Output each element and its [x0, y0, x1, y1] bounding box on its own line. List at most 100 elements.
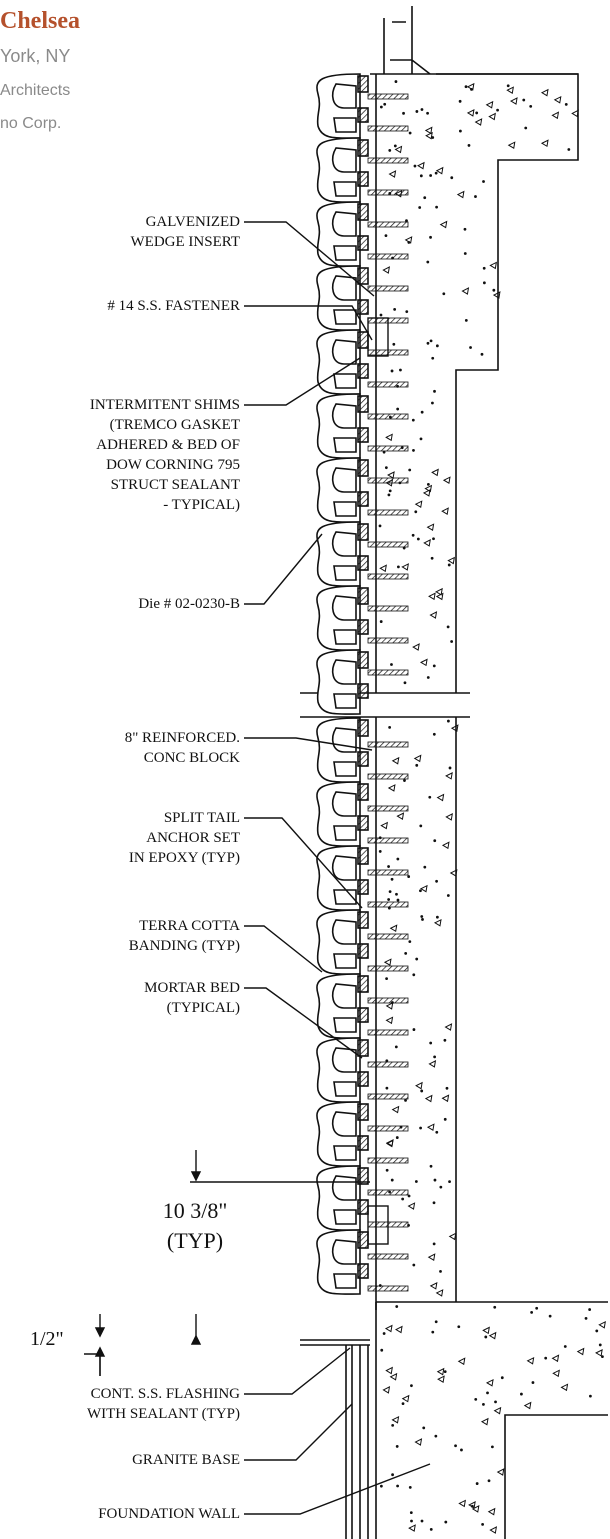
aggregate-mark [471, 1505, 480, 1513]
aggregate-mark [383, 958, 392, 967]
aggregate-dot [420, 1519, 424, 1523]
aggregate-mark [439, 220, 448, 229]
aggregate-dot [390, 877, 394, 881]
terra-cotta-void [331, 659, 357, 685]
aggregate-dot [475, 1482, 479, 1485]
aggregate-mark [435, 592, 444, 601]
aggregate-mark [441, 507, 449, 515]
aggregate-mark [445, 813, 453, 821]
label-die-number: Die # 02-0230-B [138, 596, 240, 612]
terra-cotta-void [331, 983, 357, 1009]
aggregate-dot [470, 87, 473, 91]
aggregate-mark [415, 1081, 423, 1090]
split-tail-anchor [367, 997, 409, 1004]
terra-cotta-void [331, 275, 357, 301]
aggregate-dot [494, 1400, 497, 1404]
aggregate-dot [432, 664, 436, 668]
aggregate-mark [436, 1367, 445, 1376]
aggregate-mark [506, 86, 514, 95]
wedge-insert [357, 1199, 369, 1215]
split-tail-anchor [367, 1285, 409, 1292]
aggregate-dot [482, 266, 486, 270]
label-cont-ss-flashing: CONT. S.S. FLASHING WITH SEALANT (TYP) [86, 1386, 240, 1422]
project-location: York, NY [0, 46, 71, 66]
aggregate-dot [408, 940, 412, 944]
terra-cotta-void [331, 211, 357, 237]
wedge-insert [357, 683, 369, 699]
aggregate-mark [424, 484, 433, 493]
aggregate-mark [423, 539, 431, 547]
aggregate-dot [413, 164, 417, 168]
aggregate-mark [424, 126, 433, 135]
project-architect: Architects [0, 82, 71, 99]
split-tail-anchor [367, 1189, 409, 1196]
aggregate-dot [458, 99, 462, 103]
split-tail-anchor [367, 869, 409, 876]
split-tail-anchor [367, 573, 409, 580]
aggregate-mark [435, 1289, 444, 1297]
aggregate-dot [416, 537, 420, 541]
wedge-insert [357, 879, 369, 895]
aggregate-mark [387, 471, 395, 479]
terra-cotta-void [331, 1175, 357, 1201]
aggregate-dot [390, 1178, 394, 1182]
aggregate-mark [489, 261, 497, 270]
terra-cotta-void [331, 855, 357, 881]
aggregate-dot [434, 1434, 438, 1438]
aggregate-dot [396, 565, 400, 569]
aggregate-mark [424, 1094, 433, 1103]
aggregate-mark [485, 100, 494, 109]
aggregate-dot [420, 915, 424, 918]
aggregate-dot [435, 1130, 439, 1134]
split-tail-anchor [367, 741, 409, 748]
aggregate-dot [431, 356, 435, 360]
terra-cotta-void [333, 565, 357, 581]
leader-line [244, 533, 323, 605]
leader-line [244, 1403, 353, 1461]
aggregate-dot [450, 176, 454, 180]
aggregate-mark [485, 1378, 494, 1387]
wedge-insert [357, 555, 369, 571]
aggregate-dot [443, 1117, 447, 1121]
aggregate-dot [467, 144, 471, 147]
aggregate-mark [474, 118, 483, 126]
aggregate-dot [435, 879, 438, 883]
aggregate-dot [474, 195, 477, 198]
split-tail-anchor [367, 253, 409, 260]
aggregate-dot [529, 104, 533, 108]
split-tail-anchor [367, 901, 409, 908]
terra-cotta-void [331, 531, 357, 557]
aggregate-dot [506, 84, 510, 88]
aggregate-dot [403, 779, 406, 782]
aggregate-dot [426, 260, 430, 264]
aggregate-dot [460, 1448, 463, 1452]
aggregate-mark [458, 1499, 466, 1508]
aggregate-dot [419, 437, 423, 441]
project-contractor: no Corp. [0, 115, 62, 132]
aggregate-dot [433, 1055, 437, 1059]
wedge-insert [357, 1167, 369, 1185]
aggregate-dot [390, 663, 393, 666]
aggregate-mark [394, 1325, 403, 1334]
aggregate-dot [412, 1263, 416, 1267]
dimension-10-3-8-typ: 10 3/8" (TYP) [162, 1198, 228, 1253]
split-tail-anchor [367, 157, 409, 164]
label-fastener: # 14 S.S. FASTENER [107, 298, 240, 314]
split-tail-anchor [367, 669, 409, 676]
label-intermittent-shims: INTERMITENT SHIMS (TREMCO GASKET ADHERED… [89, 397, 240, 513]
leader-line [84, 1353, 101, 1376]
aggregate-dot [535, 1306, 539, 1310]
wedge-insert [357, 331, 369, 349]
aggregate-dot [401, 1402, 405, 1406]
split-tail-anchor [367, 189, 409, 196]
wedge-insert [357, 299, 369, 315]
terra-cotta-void [333, 761, 357, 777]
aggregate-dot [464, 318, 468, 322]
aggregate-mark [445, 771, 453, 780]
split-tail-anchor [367, 965, 409, 972]
split-tail-anchor [367, 541, 409, 548]
aggregate-dot [379, 105, 383, 109]
terra-cotta-void [333, 373, 357, 389]
aggregate-dot [447, 563, 451, 567]
